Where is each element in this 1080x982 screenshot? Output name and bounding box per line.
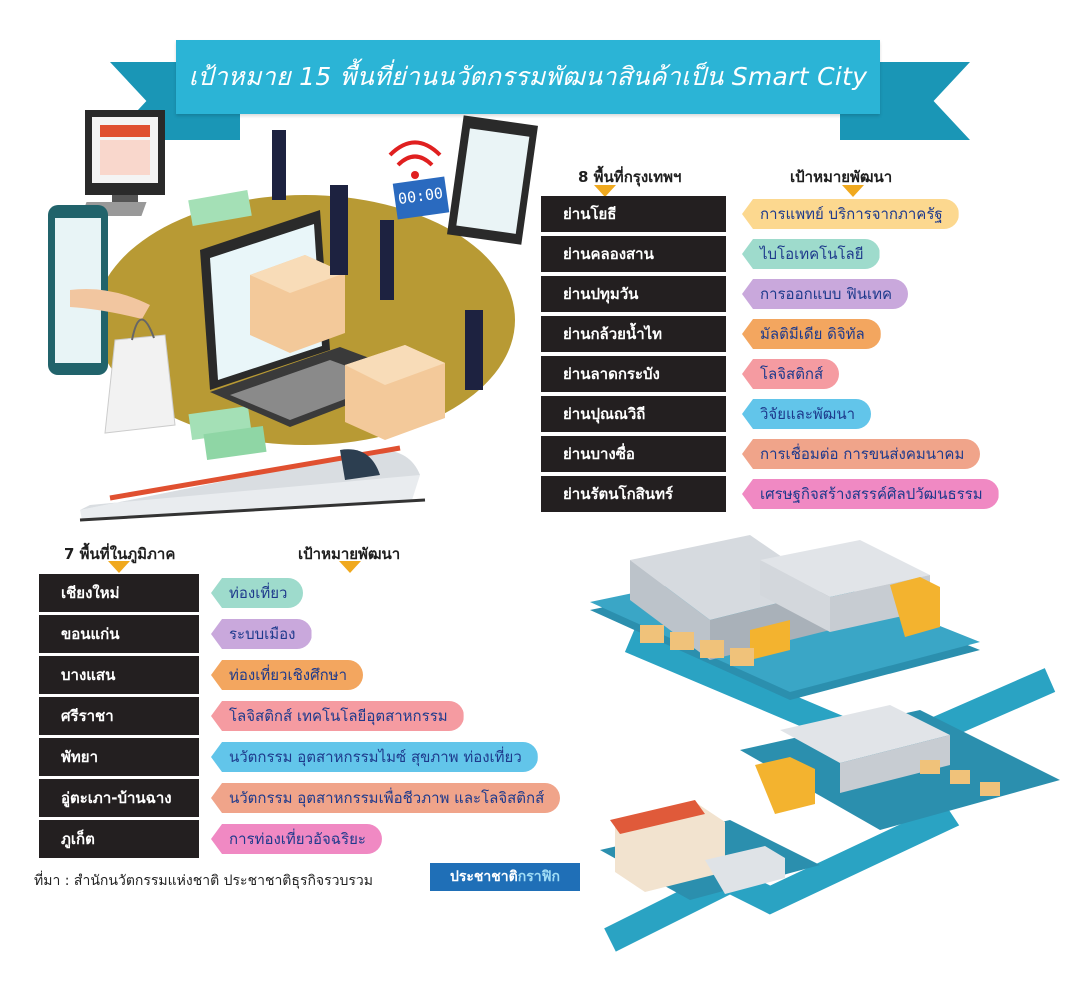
bangkok-header-areas: 8 พื้นที่กรุงเทพฯ [578,168,682,186]
bangkok-area-punnawithi: ย่านปุณณวิถี [541,396,726,432]
regional-goal-pill: ระบบเมือง [211,619,312,649]
regional-goal-pill: นวัตกรรม อุตสาหกรรมเพื่อชีวภาพ และโลจิสต… [211,783,561,813]
regional-goal-pill: การท่องเที่ยวอัจฉริยะ [211,824,382,854]
bangkok-area-yothi: ย่านโยธี [541,196,726,232]
bangkok-goal-text: การออกแบบ ฟินเทค [760,285,893,303]
bangkok-goal-text: โลจิสติกส์ [760,365,824,383]
bangkok-header-goals-pointer [842,185,864,197]
ecommerce-illustration [48,110,538,522]
regional-goal-pill: ท่องเที่ยวเชิงศึกษา [211,660,363,690]
regional-goal-pill: โลจิสติกส์ เทคโนโลยีอุตสาหกรรม [211,701,464,731]
bangkok-goal-pill: โลจิสติกส์ [742,359,840,389]
bangkok-goal-pill: การออกแบบ ฟินเทค [742,279,909,309]
regional-area-phuket: ภูเก็ต [39,820,199,858]
regional-goal-text: นวัตกรรม อุตสาหกรรมเพื่อชีวภาพ และโลจิสต… [229,789,545,807]
bangkok-area-pathum-wan: ย่านปทุมวัน [541,276,726,312]
bangkok-header-goals: เป้าหมายพัฒนา [790,168,893,186]
title-banner: เป้าหมาย 15 พื้นที่ย่านนวัตกรรมพัฒนาสินค… [176,40,880,114]
regional-goal-text: ท่องเที่ยว [229,584,288,602]
bangkok-area-bang-sue: ย่านบางซื่อ [541,436,726,472]
source-note: ที่มา : สำนักนวัตกรรมแห่งชาติ ประชาชาติธ… [34,873,374,889]
brand-part-2: กราฟิก [517,869,560,885]
regional-header-goals-pointer [339,561,361,573]
bangkok-area-lat-krabang: ย่านลาดกระบัง [541,356,726,392]
bangkok-area-kluay-nam-thai: ย่านกล้วยน้ำไท [541,316,726,352]
regional-goal-text: นวัตกรรม อุตสาหกรรมไมซ์ สุขภาพ ท่องเที่ย… [229,748,522,766]
bangkok-goal-pill: ไบโอเทคโนโลยี [742,239,880,269]
regional-header-areas-pointer [108,561,130,573]
regional-area-u-tapao-ban-chang: อู่ตะเภา-บ้านฉาง [39,779,199,817]
bangkok-goal-text: เศรษฐกิจสร้างสรรค์ศิลปวัฒนธรรม [760,485,983,503]
bangkok-goal-pill: การเชื่อมต่อ การขนส่งคมนาคม [742,439,981,469]
regional-goal-pill: ท่องเที่ยว [211,578,304,608]
bangkok-goal-text: การเชื่อมต่อ การขนส่งคมนาคม [760,445,965,463]
regional-header-goals: เป้าหมายพัฒนา [298,545,401,563]
logistics-illustration [590,535,1060,952]
regional-goal-pill: นวัตกรรม อุตสาหกรรมไมซ์ สุขภาพ ท่องเที่ย… [211,742,538,772]
bangkok-goal-pill: เศรษฐกิจสร้างสรรค์ศิลปวัฒนธรรม [742,479,999,509]
bangkok-goal-text: วิจัยและพัฒนา [760,405,856,423]
regional-header-areas: 7 พื้นที่ในภูมิภาค [64,545,176,563]
bangkok-area-rattanakosin: ย่านรัตนโกสินทร์ [541,476,726,512]
bangkok-goal-pill: วิจัยและพัฒนา [742,399,872,429]
bangkok-area-khlong-san: ย่านคลองสาน [541,236,726,272]
regional-area-si-racha: ศรีราชา [39,697,199,735]
regional-area-pattaya: พัทยา [39,738,199,776]
bangkok-goal-text: มัลติมีเดีย ดิจิทัล [760,325,865,343]
bangkok-header-areas-pointer [594,185,616,197]
regional-area-bang-saen: บางแสน [39,656,199,694]
brand-part-1: ประชาชาติ [450,869,518,885]
page-title: เป้าหมาย 15 พื้นที่ย่านนวัตกรรมพัฒนาสินค… [188,62,868,91]
brand-logo: ประชาชาติกราฟิก [430,863,580,891]
regional-goal-text: โลจิสติกส์ เทคโนโลยีอุตสาหกรรม [229,707,448,725]
bangkok-goal-pill: มัลติมีเดีย ดิจิทัล [742,319,881,349]
regional-area-chiang-mai: เชียงใหม่ [39,574,199,612]
bangkok-goal-text: การแพทย์ บริการจากภาครัฐ [760,205,943,223]
bangkok-goal-pill: การแพทย์ บริการจากภาครัฐ [742,199,959,229]
regional-area-khon-kaen: ขอนแก่น [39,615,199,653]
regional-goal-text: ระบบเมือง [229,625,296,643]
bangkok-goal-text: ไบโอเทคโนโลยี [760,245,864,263]
regional-goal-text: ท่องเที่ยวเชิงศึกษา [229,666,347,684]
regional-goal-text: การท่องเที่ยวอัจฉริยะ [229,830,366,848]
